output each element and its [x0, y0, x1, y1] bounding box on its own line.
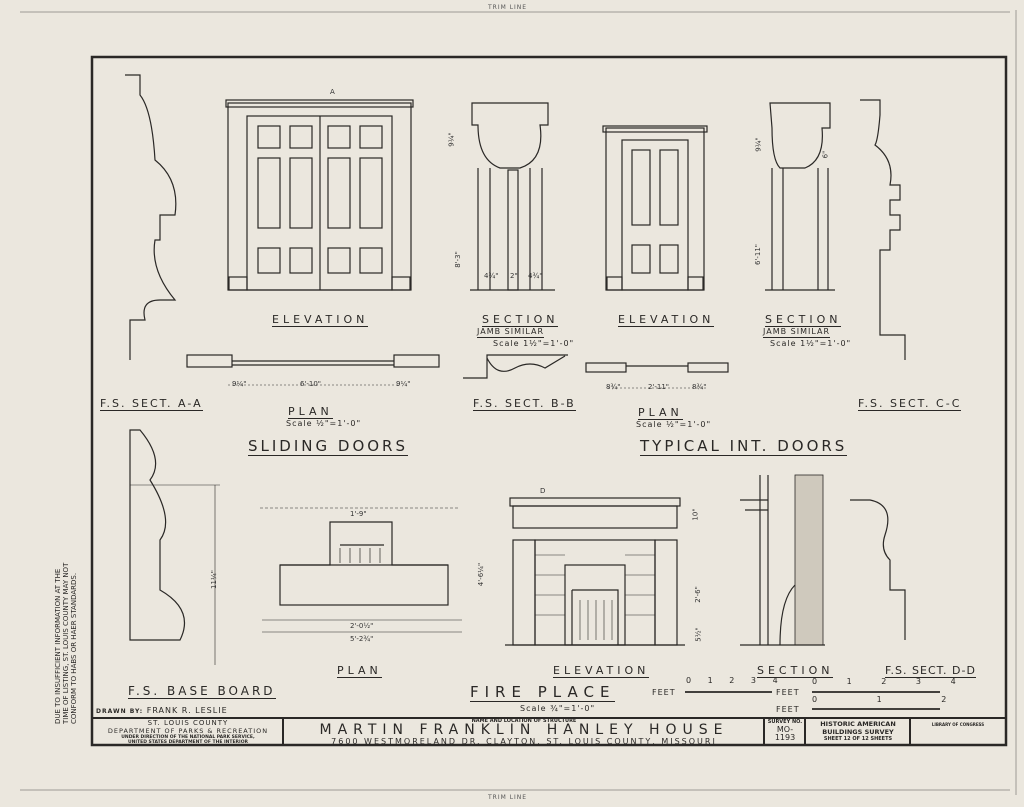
sheet-border — [90, 55, 1008, 747]
sliding-plan-label: PLAN — [288, 405, 333, 419]
baseboard-dim: 11¼" — [209, 570, 218, 589]
fireplace-section — [740, 474, 825, 646]
agency-cell: ST. LOUIS COUNTY DEPARTMENT OF PARKS & R… — [107, 719, 269, 745]
typical-dim-sec-top: 9¼" — [754, 137, 763, 152]
typical-plan-label: PLAN — [638, 406, 683, 420]
sliding-section-scale: Scale 1½"=1'-0" — [493, 339, 575, 348]
baseboard-label: F.S. BASE BOARD — [128, 684, 276, 699]
fireplace-mark: D — [540, 487, 546, 495]
trim-line-bottom: TRIM LINE — [488, 794, 528, 801]
fp-section-label: SECTION — [757, 664, 834, 678]
fp-dim-plan-total: 5'-2¾" — [350, 635, 374, 643]
structure-name: MARTIN FRANKLIN HANLEY HOUSE — [319, 722, 729, 738]
typical-section-label: SECTION — [765, 313, 842, 327]
structure-cell: NAME AND LOCATION OF STRUCTURE MARTIN FR… — [285, 718, 763, 747]
profile-a-a — [125, 74, 177, 360]
fs-sect-a-label: F.S. SECT. A-A — [100, 397, 203, 411]
typical-elevation-label: ELEVATION — [618, 313, 715, 327]
typical-dim-width: 2'-11" — [648, 383, 670, 391]
typical-doors-title: TYPICAL INT. DOORS — [640, 437, 848, 456]
fp-dim-plan-top: 1'-9" — [350, 510, 367, 518]
dim-sec-b: 2" — [510, 272, 518, 280]
structure-address: 7600 WESTMORELAND DR. CLAYTON, ST. LOUIS… — [331, 737, 717, 746]
sliding-doors-elevation — [225, 99, 414, 291]
sliding-plan-scale: Scale ½"=1'-0" — [286, 419, 362, 428]
typical-door-section — [765, 102, 835, 291]
dim-jamb-left: 9¼" — [232, 380, 247, 388]
profile-c-c — [860, 99, 906, 360]
sliding-doors-section — [470, 102, 555, 291]
fp-dim-opening: 2'-6" — [693, 586, 702, 603]
baseboard-profile — [129, 429, 186, 641]
sliding-elevation-label: ELEVATION — [272, 313, 369, 327]
fp-plan-label: PLAN — [337, 664, 382, 678]
fp-dim-shelf: 10" — [691, 508, 700, 521]
typical-plan — [585, 362, 729, 389]
scale-bar-3-unit: FEET — [776, 705, 800, 714]
fireplace-elevation — [505, 497, 685, 646]
sliding-doors-title: SLIDING DOORS — [248, 437, 408, 456]
typical-plan-scale: Scale ½"=1'-0" — [636, 420, 712, 429]
profile-b-b — [463, 354, 568, 379]
fp-dim-height: 4'-6¼" — [477, 562, 486, 587]
fireplace-plan — [260, 507, 462, 633]
scale-bar-1-unit: FEET — [652, 688, 676, 697]
fireplace-scale: Scale ¾"=1'-0" — [520, 704, 596, 713]
fp-elevation-label: ELEVATION — [553, 664, 650, 678]
sliding-section-sub: JAMB SIMILAR — [477, 327, 544, 338]
typical-section-sub: JAMB SIMILAR — [763, 327, 830, 338]
trim-line-top: TRIM LINE — [488, 4, 528, 11]
survey-cell: SURVEY NO. MO- 1193 — [767, 719, 803, 742]
fireplace-title: FIRE PLACE — [470, 683, 616, 702]
drawn-by: DRAWN BY: FRANK R. LESLIE — [96, 706, 228, 715]
typical-dim-jamb-left: 8¾" — [606, 383, 621, 391]
scale-bar-3-ticks: 0 1 2 — [812, 695, 948, 704]
fs-sect-b-label: F.S. SECT. B-B — [473, 397, 576, 411]
scale-bar-1-ticks: 0 1 2 3 4 — [686, 676, 779, 685]
fp-dim-plan-inner: 2'-0½" — [350, 622, 374, 630]
dim-width: 6'-10" — [300, 380, 322, 388]
typical-dim-sec-side: 6" — [821, 150, 830, 159]
dim-height: 8'-3" — [453, 251, 462, 268]
side-note: DUE TO INSUFFICIENT INFORMATION AT THE T… — [54, 562, 78, 724]
typical-door-elevation — [602, 125, 708, 291]
dim-sec-a: 4¾" — [484, 272, 499, 280]
typical-dim-height: 6'-11" — [754, 243, 763, 266]
dim-sec-c: 4¾" — [528, 272, 543, 280]
typical-dim-jamb-right: 8¾" — [692, 383, 707, 391]
sliding-section-label: SECTION — [482, 313, 559, 327]
dim-jamb-right: 9¼" — [396, 380, 411, 388]
typical-section-scale: Scale 1½"=1'-0" — [770, 339, 852, 348]
mark-a: A — [330, 88, 335, 96]
scale-bars — [685, 691, 940, 710]
scale-bar-2-ticks: 0 1 2 3 4 — [812, 677, 957, 686]
dim-sec-top: 9¼" — [447, 132, 456, 147]
fp-dim-side: 5½" — [694, 627, 703, 642]
sheet-number: SHEET 12 OF 12 SHEETS — [823, 736, 893, 742]
fs-sect-d-label: F.S. SECT. D-D — [885, 664, 976, 678]
fs-sect-c-label: F.S. SECT. C-C — [858, 397, 962, 411]
profile-d-d — [850, 499, 906, 640]
loc-cell: LIBRARY OF CONGRESS — [931, 722, 985, 727]
sliding-plan — [186, 354, 440, 386]
habs-cell: HISTORIC AMERICAN BUILDINGS SURVEY SHEET… — [806, 720, 910, 743]
scale-bar-2-unit: FEET — [776, 688, 800, 697]
